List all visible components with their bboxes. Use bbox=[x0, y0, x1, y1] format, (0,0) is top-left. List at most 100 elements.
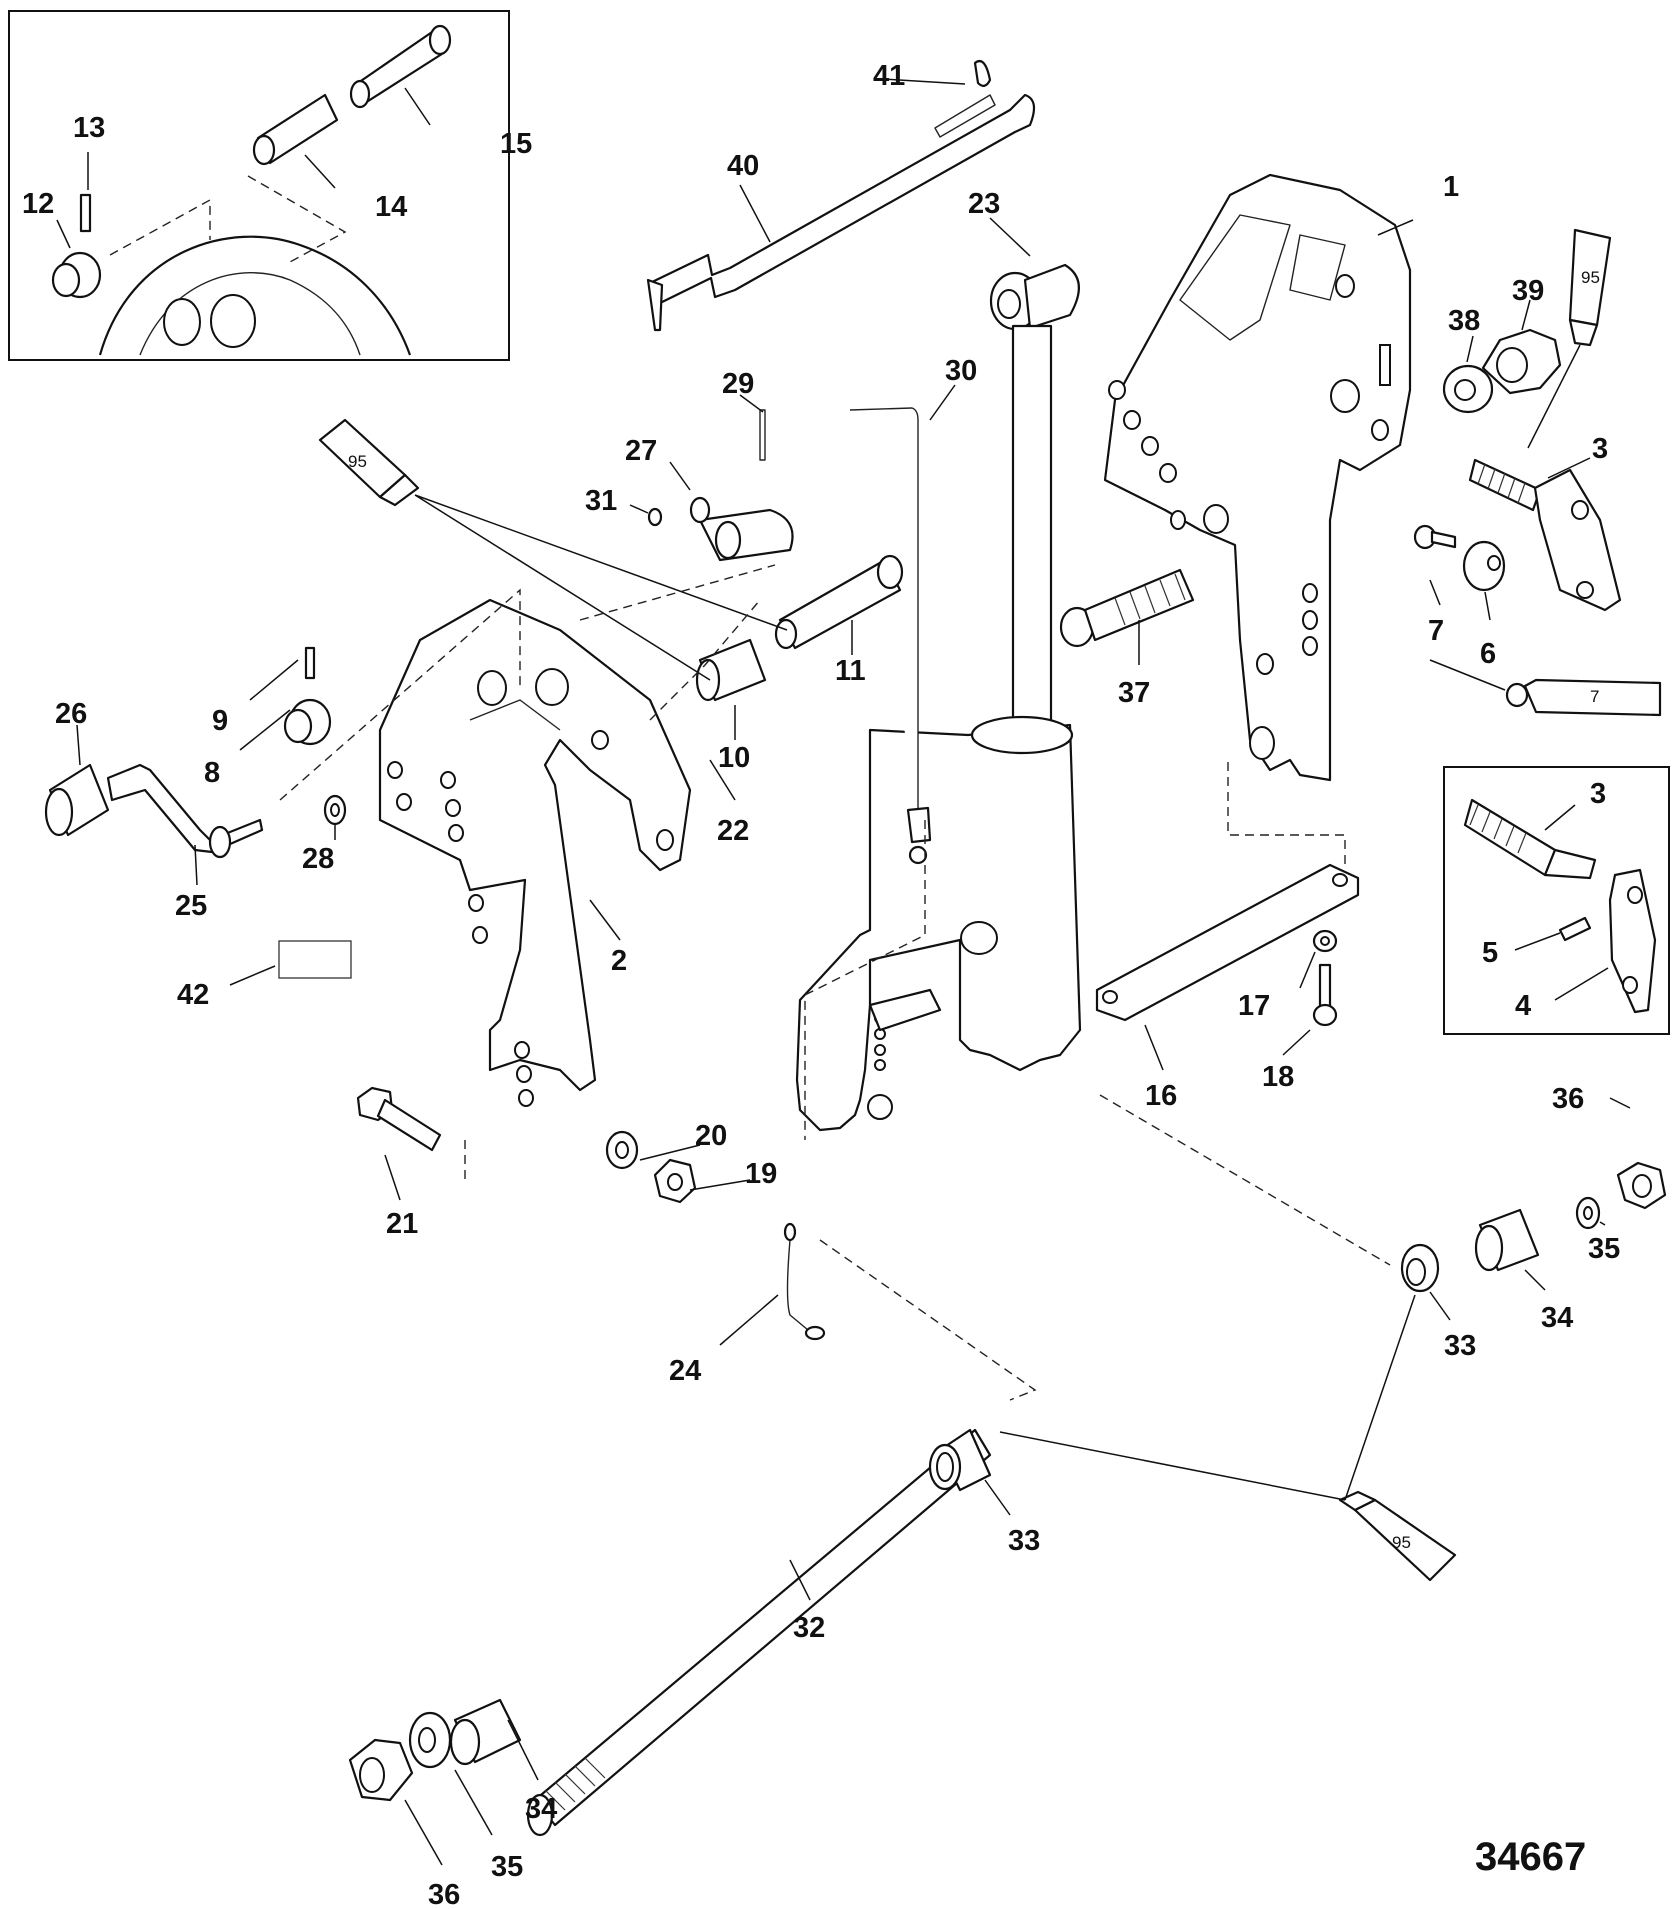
part-2-clamp-bracket-port bbox=[378, 598, 692, 1107]
leader-30 bbox=[929, 384, 956, 421]
part-3-tilt-adjust-screw bbox=[1468, 458, 1622, 612]
part-17-washer bbox=[1312, 929, 1338, 953]
callout-38: 38 bbox=[1448, 305, 1480, 337]
callout-inset-3: 3 bbox=[1590, 778, 1606, 810]
callout-16: 16 bbox=[1145, 1080, 1177, 1112]
callout-28: 28 bbox=[302, 843, 334, 875]
leader-35-right bbox=[1599, 1221, 1606, 1226]
part-39-locknut bbox=[1481, 328, 1562, 395]
part-33-bushing-right bbox=[1400, 1243, 1440, 1293]
leader-33-lower bbox=[984, 1479, 1011, 1516]
sealant-tube-top-right: 95 bbox=[1568, 228, 1612, 347]
part-9-roll-pin bbox=[304, 646, 316, 680]
part-35-washer-lower bbox=[408, 1711, 452, 1769]
alignment-line-16 bbox=[1227, 762, 1346, 865]
part-1-clamp-bracket-starboard bbox=[1103, 173, 1412, 782]
leader-35-lower bbox=[454, 1769, 493, 1836]
leader-16 bbox=[1144, 1024, 1164, 1071]
part-10-bushing bbox=[695, 638, 767, 702]
callout-15: 15 bbox=[500, 128, 532, 160]
leader-29 bbox=[739, 394, 764, 413]
leader-7 bbox=[1429, 579, 1441, 606]
leader-36-right bbox=[1609, 1097, 1631, 1109]
part-18-bolt bbox=[1312, 963, 1338, 1027]
part-8-cap bbox=[283, 698, 332, 746]
callout-21: 21 bbox=[386, 1208, 418, 1240]
leader-31 bbox=[629, 504, 649, 514]
part-11-tilt-pin bbox=[774, 554, 904, 650]
callout-18: 18 bbox=[1262, 1061, 1294, 1093]
callout-36-lower: 36 bbox=[428, 1879, 460, 1909]
tilt-cylinder-assembly bbox=[795, 263, 1082, 1132]
leader-95-top bbox=[1527, 344, 1581, 449]
part-36-nut-right bbox=[1616, 1161, 1667, 1210]
callout-24: 24 bbox=[669, 1355, 701, 1387]
leader-95-left bbox=[414, 494, 788, 681]
alignment-line-bottom bbox=[819, 1239, 1037, 1401]
leader-95-bottom bbox=[999, 1294, 1416, 1501]
callout-27: 27 bbox=[625, 435, 657, 467]
leader-9 bbox=[249, 659, 299, 701]
leader-25 bbox=[194, 844, 198, 886]
callout-31: 31 bbox=[585, 485, 617, 517]
part-25-crank-handle bbox=[106, 763, 264, 859]
leader-19 bbox=[689, 1179, 751, 1191]
callout-26: 26 bbox=[55, 698, 87, 730]
callout-39: 39 bbox=[1512, 275, 1544, 307]
part-13-roll-pin bbox=[79, 193, 92, 233]
leader-2 bbox=[589, 899, 621, 941]
callout-19: 19 bbox=[745, 1158, 777, 1190]
leader-42 bbox=[229, 965, 276, 986]
alignment-lines-left bbox=[279, 564, 776, 801]
callout-10: 10 bbox=[718, 742, 750, 774]
leader-32 bbox=[789, 1559, 811, 1601]
callout-29: 29 bbox=[722, 368, 754, 400]
leader-23 bbox=[989, 217, 1031, 257]
leader-34-right bbox=[1524, 1269, 1546, 1291]
part-26-handle-grip bbox=[44, 763, 110, 837]
part-15-pivot-pin bbox=[349, 24, 452, 109]
part-7-screw bbox=[1413, 524, 1457, 550]
sealant-tube-7: 7 bbox=[1505, 678, 1662, 717]
leader-36-lower bbox=[404, 1799, 443, 1866]
leader-8 bbox=[239, 709, 291, 751]
part-34-spacer-lower bbox=[449, 1698, 522, 1766]
callout-33-right: 33 bbox=[1444, 1330, 1476, 1362]
callout-3: 3 bbox=[1592, 433, 1608, 465]
part-21-bolt bbox=[356, 1086, 442, 1152]
callout-14: 14 bbox=[375, 191, 407, 223]
part-33-bushing-lower bbox=[928, 1428, 992, 1492]
bracket-bore-right bbox=[210, 294, 256, 348]
callout-20: 20 bbox=[695, 1120, 727, 1152]
leader-15 bbox=[404, 87, 431, 126]
callout-35-right: 35 bbox=[1588, 1233, 1620, 1265]
part-20-washer bbox=[605, 1130, 639, 1170]
callout-2: 2 bbox=[611, 945, 627, 977]
part-40-tilt-lock-rod bbox=[646, 93, 1036, 332]
part-42-decal bbox=[278, 940, 352, 979]
figure-number: 34667 bbox=[1475, 1835, 1586, 1879]
leader-3 bbox=[1547, 457, 1591, 479]
callout-9: 9 bbox=[212, 705, 228, 737]
part-38-washer bbox=[1442, 364, 1494, 414]
alignment-line-center bbox=[804, 820, 926, 1140]
callout-13: 13 bbox=[73, 112, 105, 144]
callout-34-right: 34 bbox=[1541, 1302, 1573, 1334]
tube-label-7: 7 bbox=[1590, 687, 1599, 706]
leader-34-lower bbox=[507, 1719, 539, 1781]
part-41-cotter-pin bbox=[934, 59, 996, 138]
callout-8: 8 bbox=[204, 757, 220, 789]
callout-40: 40 bbox=[727, 150, 759, 182]
leader-40 bbox=[739, 184, 771, 243]
callout-41: 41 bbox=[873, 60, 905, 92]
leader-12 bbox=[56, 219, 71, 249]
part-29-pin bbox=[759, 409, 766, 461]
callout-7: 7 bbox=[1428, 615, 1444, 647]
leader-39 bbox=[1521, 299, 1531, 331]
leader-14 bbox=[304, 154, 336, 189]
callout-23: 23 bbox=[968, 188, 1000, 220]
sealant-tube-bottom: 95 bbox=[1338, 1490, 1457, 1582]
leader-18 bbox=[1282, 1029, 1311, 1056]
callout-12: 12 bbox=[22, 188, 54, 220]
leader-22 bbox=[709, 759, 736, 801]
